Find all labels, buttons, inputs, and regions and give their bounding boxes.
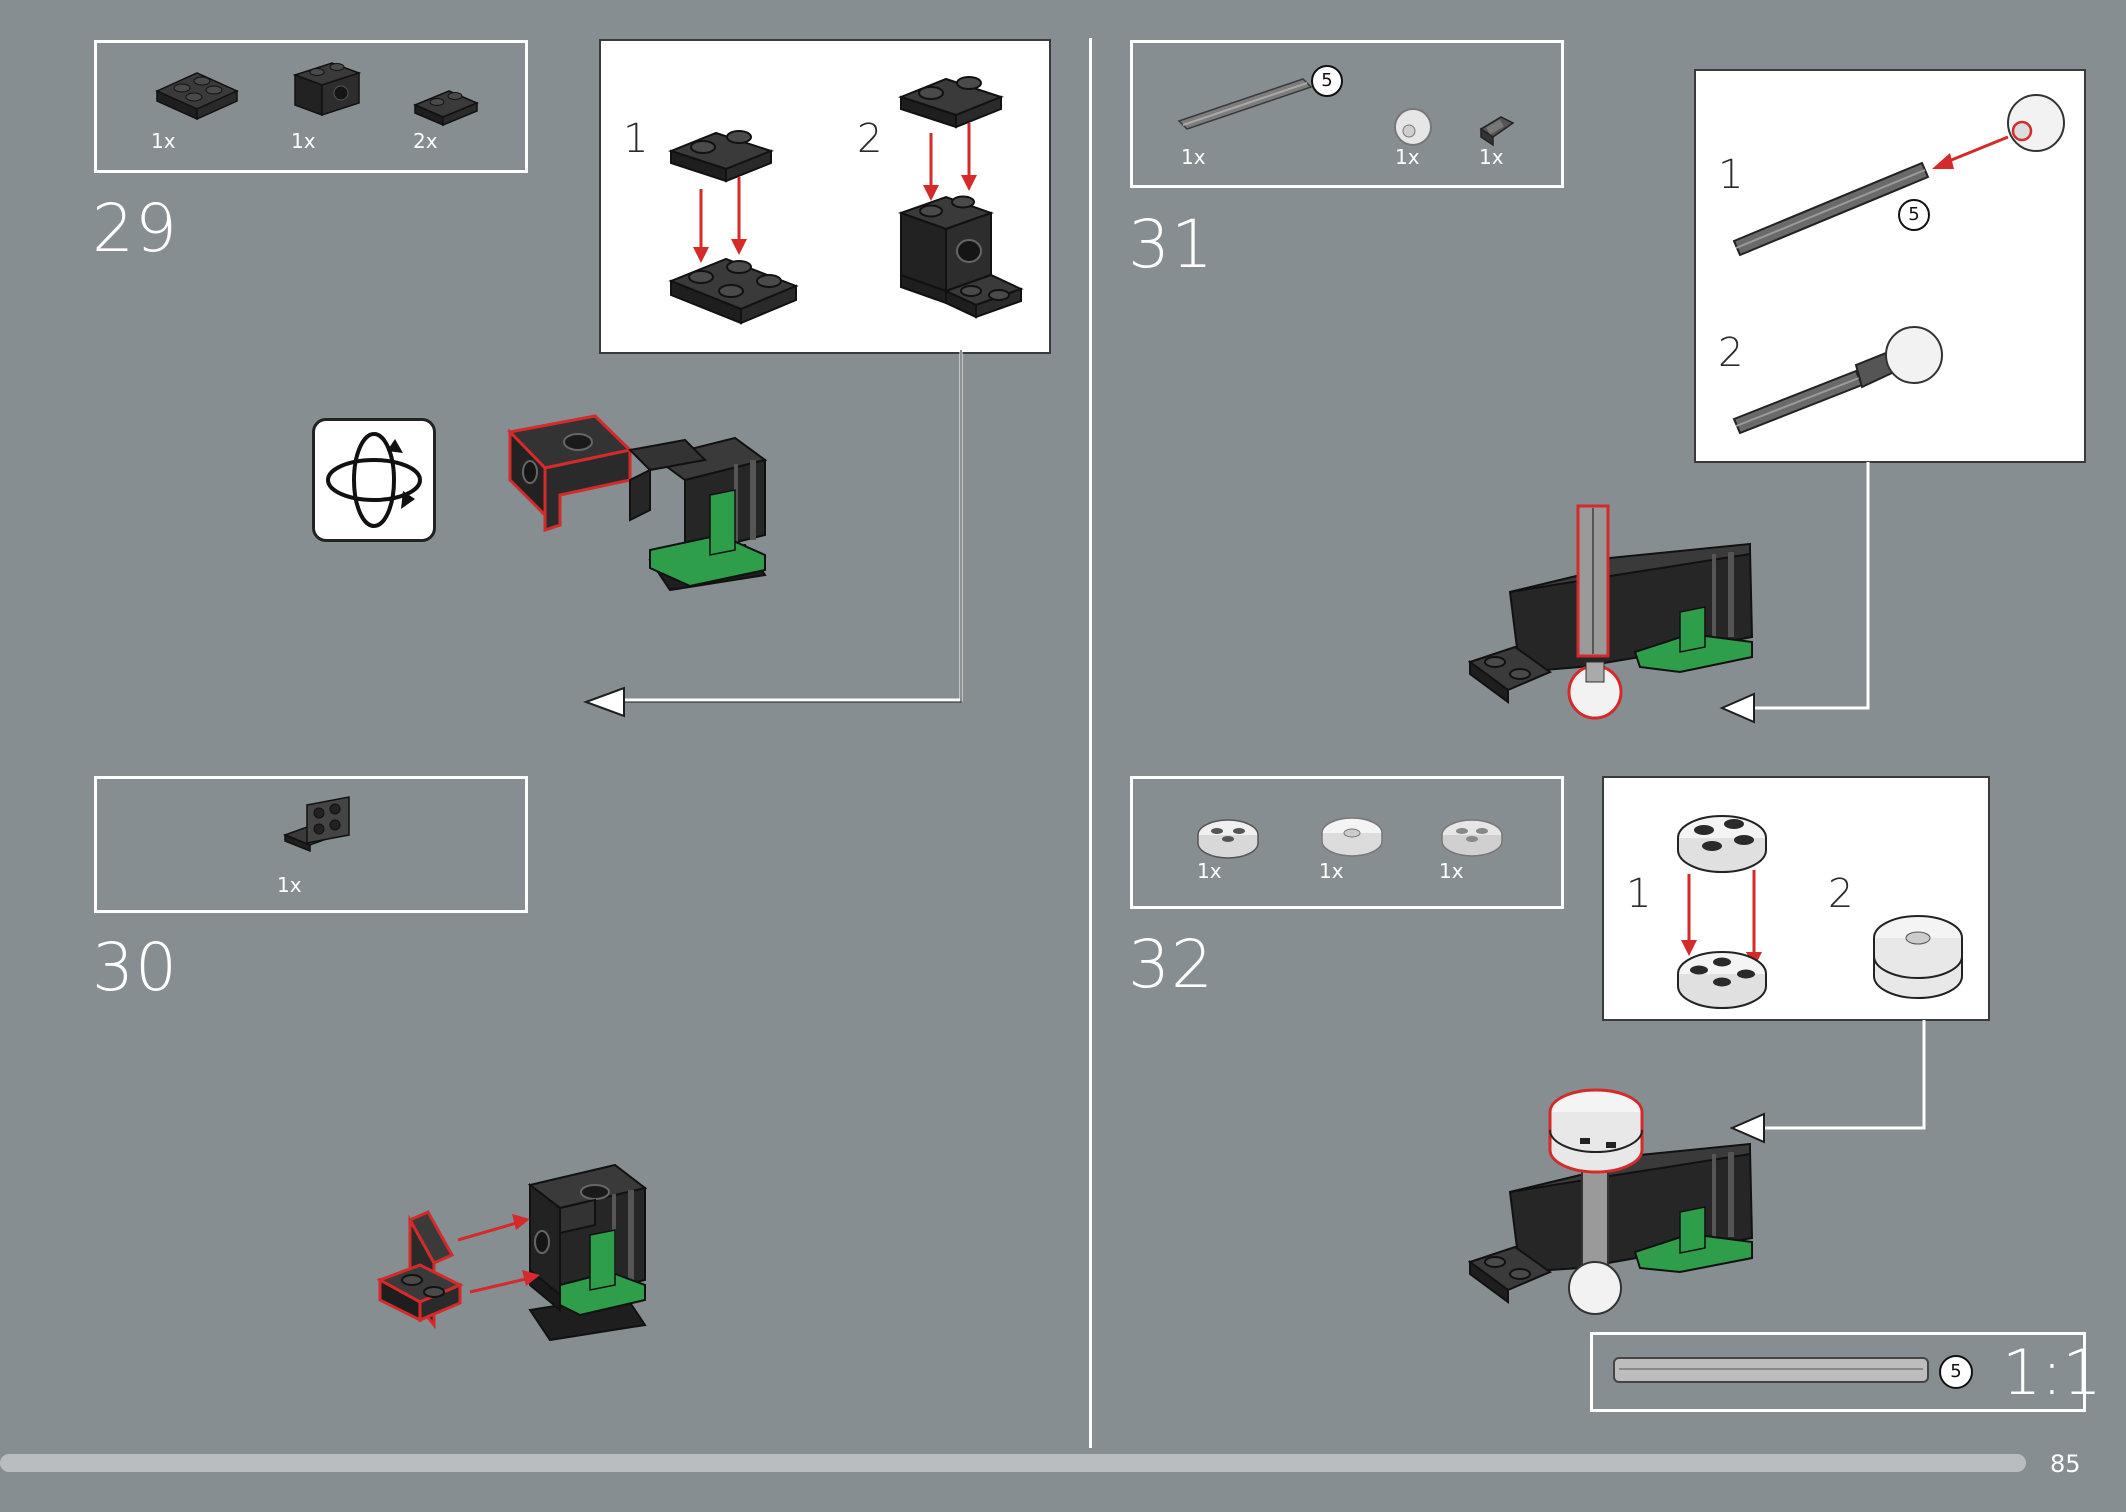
part-qty: 1x xyxy=(1181,145,1206,169)
step-number-31: 31 xyxy=(1128,206,1214,283)
round-plate-2x2-icon xyxy=(1197,819,1259,859)
axle-length: 5 xyxy=(1321,70,1333,91)
step-32-subassembly-box: 1 2 xyxy=(1602,776,1990,1021)
part-qty: 1x xyxy=(291,129,316,153)
part-qty: 1x xyxy=(1395,145,1420,169)
technic-brick-1x2-icon xyxy=(292,62,362,117)
scale-reference-box: 5 xyxy=(1590,1332,2086,1412)
axle-length: 5 xyxy=(1950,1361,1962,1382)
axle-connector-icon xyxy=(1479,116,1515,147)
round-tile-2x2-icon xyxy=(1321,817,1383,857)
step-31-model-drawing xyxy=(1467,462,1870,724)
axle-length-badge: 5 xyxy=(1939,1355,1973,1389)
progress-bar xyxy=(0,1454,2026,1472)
step-30-model-drawing xyxy=(376,1163,648,1342)
part-qty: 1x xyxy=(1319,859,1344,883)
axle-length: 5 xyxy=(1908,204,1920,225)
step-32-model-drawing xyxy=(1467,1020,1926,1315)
part-qty: 1x xyxy=(151,129,176,153)
step-32-parts-box: 1x 1x 1x xyxy=(1130,776,1564,909)
part-qty: 1x xyxy=(1197,859,1222,883)
round-plate-2x2-underside-icon xyxy=(1441,819,1503,857)
step-30-parts-box: 1x xyxy=(94,776,528,913)
subassembly-drawing xyxy=(1677,815,1963,1009)
bracket-1x2-2x2-icon xyxy=(282,796,350,853)
rotate-model-badge xyxy=(312,418,436,542)
step-29-parts-box: 1x 1x 2x xyxy=(94,40,528,173)
axle-length-badge: 5 xyxy=(1311,65,1343,97)
step-31-subassembly-box: 1 2 5 xyxy=(1694,69,2086,463)
step-number-30: 30 xyxy=(92,929,178,1006)
axle-5-scale-drawing xyxy=(1613,1357,1929,1383)
step-29-model-drawing xyxy=(506,346,963,718)
part-qty: 1x xyxy=(1479,145,1504,169)
ball-joint-icon xyxy=(1394,108,1432,146)
step-31-parts-box: 5 1x 1x 1x xyxy=(1130,40,1564,188)
plate-2x2-icon xyxy=(155,72,239,121)
part-qty: 2x xyxy=(413,129,438,153)
rotate-model-icon xyxy=(326,432,422,528)
step-number-29: 29 xyxy=(92,190,178,267)
sub-step-label: 2 xyxy=(1718,330,1744,376)
scale-ratio: 1:1 xyxy=(2002,1336,2102,1409)
page-number: 85 xyxy=(2050,1450,2081,1478)
sub-step-label: 1 xyxy=(623,116,649,162)
part-qty: 1x xyxy=(277,873,302,897)
sub-step-label: 2 xyxy=(1828,871,1854,917)
step-number-32: 32 xyxy=(1128,926,1214,1003)
sub-step-label: 1 xyxy=(1718,152,1744,198)
subassembly-drawing xyxy=(668,76,1024,325)
subassembly-drawing xyxy=(1732,94,2065,435)
page-divider xyxy=(1089,38,1092,1448)
part-qty: 1x xyxy=(1439,859,1464,883)
axle-5-icon xyxy=(1177,78,1313,130)
sub-step-label: 1 xyxy=(1626,871,1652,917)
sub-step-label: 2 xyxy=(857,116,883,162)
step-29-subassembly-box: 1 2 xyxy=(599,39,1051,354)
axle-length-badge: 5 xyxy=(1898,199,1930,231)
plate-1x2-icon xyxy=(413,90,479,127)
